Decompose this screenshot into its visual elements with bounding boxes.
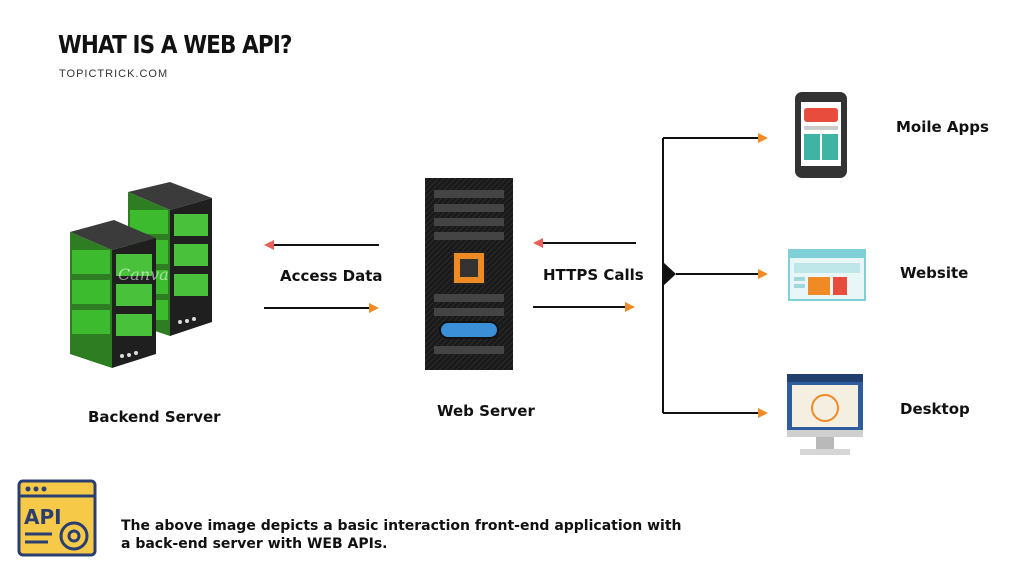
desktop-monitor-icon xyxy=(787,374,863,455)
api-icon: API xyxy=(17,479,97,557)
backend-server-icon: Canva xyxy=(70,182,212,368)
page-subtitle: TOPICTRICK.COM xyxy=(59,68,169,80)
api-icon-text: API xyxy=(24,505,62,529)
footer-caption: The above image depicts a basic interact… xyxy=(121,518,682,552)
edge-label-https-calls: HTTPS Calls xyxy=(543,266,644,284)
page-title: WHAT IS A WEB API? xyxy=(58,30,292,59)
node-label-mobile-apps: Moile Apps xyxy=(896,118,989,136)
node-label-web-server: Web Server xyxy=(437,402,535,420)
client-branch-connector xyxy=(662,133,768,418)
node-label-backend-server: Backend Server xyxy=(88,408,221,426)
web-server-icon xyxy=(425,178,513,370)
node-label-desktop: Desktop xyxy=(900,400,970,418)
website-icon xyxy=(788,249,866,301)
node-label-website: Website xyxy=(900,264,969,282)
mobile-phone-icon xyxy=(795,92,847,178)
watermark-text: Canva xyxy=(118,265,169,284)
edge-label-access-data: Access Data xyxy=(280,267,383,285)
